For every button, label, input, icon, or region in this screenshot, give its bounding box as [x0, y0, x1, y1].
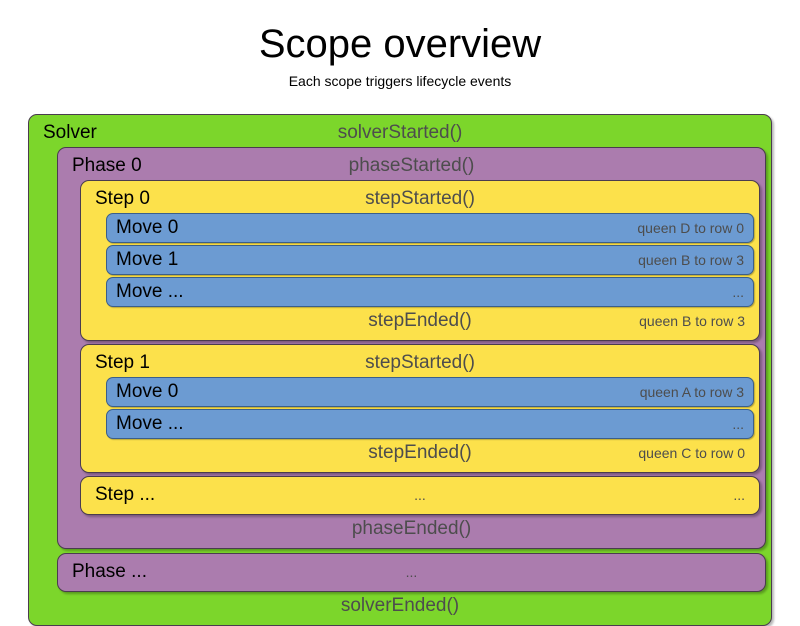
move-scope-box[interactable]: Move 1 queen B to row 3 [106, 245, 754, 275]
phase-ellipsis-box[interactable]: Phase ... ... [57, 553, 766, 592]
step-ellipsis-row: Step ... ... ... [86, 481, 754, 509]
move-label: Move 1 [116, 249, 179, 270]
step-ended-event: stepEnded() [368, 442, 472, 463]
step-ended-detail: queen B to row 3 [639, 313, 745, 329]
phase-ellipsis-center: ... [405, 564, 418, 580]
phase-indent-wrapper: Phase 0 phaseStarted() Step 0 stepStarte… [34, 147, 766, 592]
step-indent-wrapper: Step 0 stepStarted() Move 0 queen D to r… [63, 180, 760, 515]
moves-indent-wrapper: Move 0 queen D to row 0 Move 1 queen B t… [86, 213, 754, 307]
page-title: Scope overview [258, 22, 542, 66]
phase-ended-event: phaseEnded() [351, 518, 472, 539]
move-scope-box[interactable]: Move ... ... [106, 409, 754, 439]
move-scope-box[interactable]: Move 0 queen D to row 0 [106, 213, 754, 243]
move-detail: queen D to row 0 [637, 220, 744, 236]
solver-ended-event: solverEnded() [340, 595, 460, 616]
move-detail: ... [732, 284, 744, 300]
step-ended-row: stepEnded() queen B to row 3 [86, 307, 754, 335]
move-label: Move ... [116, 281, 184, 302]
step-ellipsis-label: Step ... [95, 484, 156, 505]
phase-ellipsis-label: Phase ... [72, 561, 147, 582]
moves-indent-wrapper: Move 0 queen A to row 3 Move ... ... [86, 377, 754, 439]
phase-started-event: phaseStarted() [348, 155, 475, 176]
solver-started-event: solverStarted() [337, 122, 463, 143]
step-ellipsis-center: ... [414, 487, 426, 503]
page-subtitle: Each scope triggers lifecycle events [288, 73, 512, 89]
move-detail: queen B to row 3 [638, 252, 744, 268]
step-label: Step 0 [95, 188, 150, 209]
move-label: Move 0 [116, 217, 179, 238]
step-scope-box[interactable]: Step 0 stepStarted() Move 0 queen D to r… [80, 180, 760, 341]
solver-started-row: Solver solverStarted() [34, 119, 766, 147]
step-scope-box[interactable]: Step 1 stepStarted() Move 0 queen A to r… [80, 344, 760, 473]
phase-label: Phase 0 [72, 155, 142, 176]
solver-label: Solver [43, 122, 97, 143]
step-started-row: Step 1 stepStarted() [86, 349, 754, 377]
step-ended-event: stepEnded() [368, 310, 472, 331]
step-ellipsis-detail: ... [733, 487, 745, 503]
step-label: Step 1 [95, 352, 150, 373]
phase-scope-box[interactable]: Phase 0 phaseStarted() Step 0 stepStarte… [57, 147, 766, 549]
step-started-row: Step 0 stepStarted() [86, 185, 754, 213]
move-scope-box[interactable]: Move 0 queen A to row 3 [106, 377, 754, 407]
move-scope-box[interactable]: Move ... ... [106, 277, 754, 307]
step-started-event: stepStarted() [365, 188, 475, 209]
phase-ellipsis-row: Phase ... ... [63, 558, 760, 586]
move-label: Move ... [116, 413, 184, 434]
page-header: Scope overview Each scope triggers lifec… [0, 0, 800, 89]
step-ended-row: stepEnded() queen C to row 0 [86, 439, 754, 467]
move-detail: ... [732, 416, 744, 432]
step-ended-detail: queen C to row 0 [638, 445, 745, 461]
solver-scope-box[interactable]: Solver solverStarted() Phase 0 phaseStar… [28, 114, 772, 626]
move-label: Move 0 [116, 381, 179, 402]
step-started-event: stepStarted() [365, 352, 475, 373]
scope-overview-diagram: Solver solverStarted() Phase 0 phaseStar… [28, 114, 772, 626]
step-ellipsis-box[interactable]: Step ... ... ... [80, 476, 760, 515]
solver-ended-row: solverEnded() [34, 592, 766, 620]
phase-ended-row: phaseEnded() [63, 515, 760, 543]
phase-started-row: Phase 0 phaseStarted() [63, 152, 760, 180]
move-detail: queen A to row 3 [639, 384, 744, 400]
